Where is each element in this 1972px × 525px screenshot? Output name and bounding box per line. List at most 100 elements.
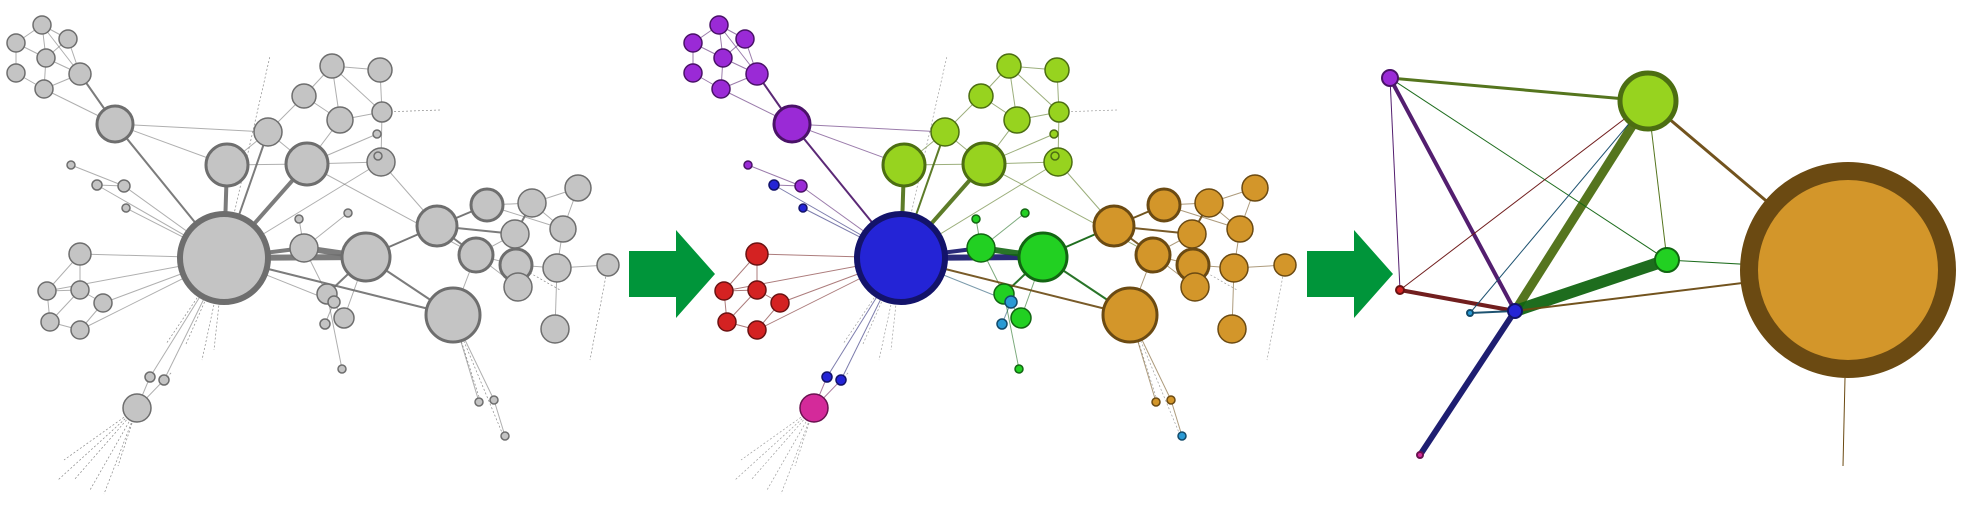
original-node bbox=[319, 318, 331, 330]
original-node bbox=[291, 83, 317, 109]
original-edge bbox=[70, 164, 125, 187]
community-node bbox=[683, 33, 703, 53]
community-node bbox=[1092, 204, 1136, 248]
original-node bbox=[122, 393, 152, 423]
community-node bbox=[1177, 219, 1207, 249]
aggregated-leaf-edge bbox=[1842, 377, 1846, 467]
community-node bbox=[1049, 129, 1059, 139]
original-network-panel bbox=[6, 15, 620, 495]
original-node bbox=[469, 187, 505, 223]
community-network-panel bbox=[683, 15, 1297, 495]
original-node bbox=[6, 63, 26, 83]
aggregated-node bbox=[1381, 69, 1399, 87]
community-node bbox=[1180, 272, 1210, 302]
aggregated-edge bbox=[1513, 254, 1669, 317]
community-node bbox=[1043, 147, 1073, 177]
original-node bbox=[68, 242, 92, 266]
community-leaf-edge bbox=[900, 55, 948, 259]
community-node bbox=[1101, 286, 1159, 344]
original-node bbox=[204, 142, 250, 188]
community-node bbox=[996, 53, 1022, 79]
community-node bbox=[996, 318, 1008, 330]
original-node bbox=[289, 233, 319, 263]
original-node bbox=[6, 33, 26, 53]
community-edge bbox=[791, 123, 946, 133]
community-node bbox=[930, 117, 960, 147]
community-node bbox=[881, 142, 927, 188]
original-node bbox=[121, 203, 131, 213]
original-node bbox=[32, 15, 52, 35]
community-node bbox=[835, 374, 847, 386]
original-leaf-edge bbox=[452, 314, 481, 401]
community-node bbox=[1217, 314, 1247, 344]
original-node bbox=[158, 374, 170, 386]
original-node bbox=[68, 62, 92, 86]
community-node bbox=[745, 62, 769, 86]
original-node bbox=[424, 286, 482, 344]
original-node bbox=[373, 151, 383, 161]
original-node bbox=[294, 214, 304, 224]
community-node bbox=[709, 15, 729, 35]
community-node bbox=[1177, 431, 1187, 441]
aggregated-edge bbox=[1389, 77, 1668, 261]
original-node bbox=[549, 215, 577, 243]
original-edge bbox=[493, 399, 506, 437]
original-node bbox=[415, 204, 459, 248]
community-node bbox=[854, 211, 948, 305]
aggregated-node bbox=[1507, 303, 1523, 319]
original-node bbox=[337, 364, 347, 374]
original-node bbox=[366, 147, 396, 177]
original-node bbox=[37, 281, 57, 301]
right-arrow-icon bbox=[629, 230, 715, 318]
community-node bbox=[1014, 364, 1024, 374]
original-node bbox=[367, 57, 393, 83]
original-node bbox=[91, 179, 103, 191]
original-node bbox=[253, 117, 283, 147]
aggregated-node bbox=[1466, 309, 1474, 317]
community-node bbox=[798, 203, 808, 213]
original-node bbox=[70, 320, 90, 340]
original-node bbox=[542, 253, 572, 283]
original-node bbox=[474, 397, 484, 407]
community-node bbox=[1151, 397, 1161, 407]
community-leaf-edge bbox=[890, 257, 902, 351]
original-leaf-edge bbox=[57, 407, 138, 481]
original-node bbox=[372, 129, 382, 139]
community-node bbox=[768, 179, 780, 191]
original-node bbox=[489, 395, 499, 405]
community-node bbox=[714, 281, 734, 301]
community-node bbox=[1003, 106, 1031, 134]
original-node bbox=[327, 295, 341, 309]
community-node bbox=[745, 242, 769, 266]
original-node bbox=[93, 293, 113, 313]
community-edge bbox=[747, 164, 802, 187]
community-node bbox=[961, 141, 1007, 187]
original-node bbox=[70, 280, 90, 300]
community-node bbox=[1134, 236, 1172, 274]
original-node bbox=[36, 48, 56, 68]
community-leaf-edge bbox=[780, 407, 815, 495]
community-node bbox=[1194, 188, 1224, 218]
original-node bbox=[333, 307, 355, 329]
community-node bbox=[713, 48, 733, 68]
original-node bbox=[343, 208, 353, 218]
original-leaf-edge bbox=[223, 55, 271, 259]
aggregated-node bbox=[1617, 70, 1679, 132]
original-leaf-edge bbox=[103, 407, 138, 495]
original-node bbox=[540, 314, 570, 344]
community-leaf-edge bbox=[1266, 264, 1286, 361]
community-node bbox=[717, 312, 737, 332]
community-leaf-edge bbox=[1129, 314, 1158, 401]
aggregated-node bbox=[1416, 451, 1424, 459]
community-node bbox=[968, 83, 994, 109]
community-node bbox=[1226, 215, 1254, 243]
original-node bbox=[319, 53, 345, 79]
aggregated-edge bbox=[1388, 77, 1517, 312]
original-node bbox=[457, 236, 495, 274]
original-node bbox=[340, 231, 392, 283]
community-node bbox=[1219, 253, 1249, 283]
community-node bbox=[1273, 253, 1297, 277]
original-node bbox=[500, 219, 530, 249]
community-node bbox=[821, 371, 833, 383]
